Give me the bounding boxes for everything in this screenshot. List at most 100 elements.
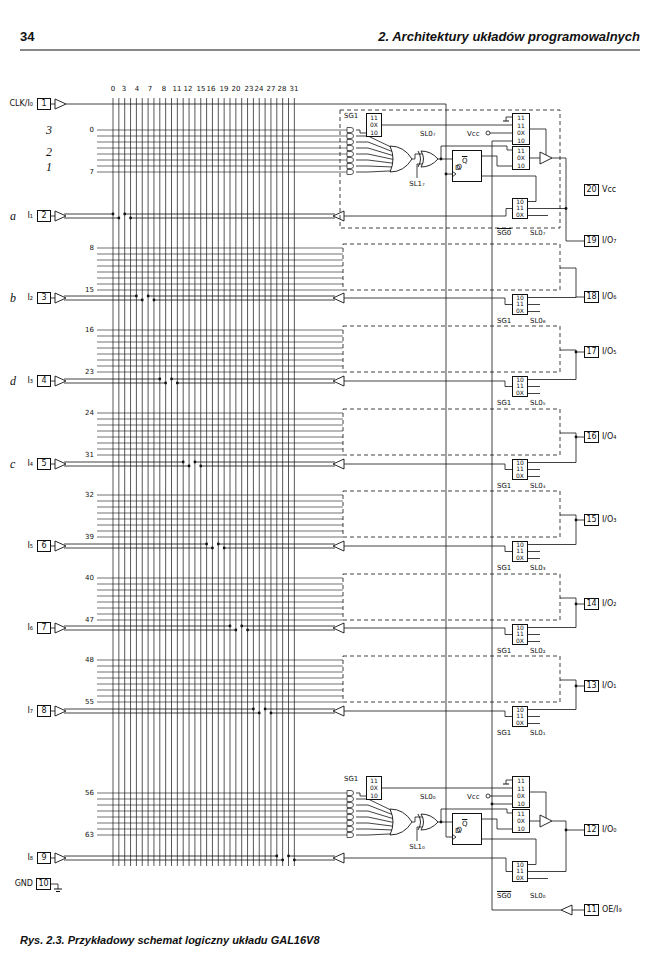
pin-box: 13 bbox=[584, 680, 599, 692]
output-buffer bbox=[540, 152, 552, 164]
output-wire bbox=[560, 680, 576, 710]
junction-dot bbox=[205, 543, 208, 546]
product-term-line bbox=[97, 254, 343, 255]
product-term-line bbox=[97, 290, 343, 291]
pin-box: 11 bbox=[584, 904, 599, 916]
ground-wire bbox=[51, 884, 58, 889]
array-column bbox=[212, 98, 213, 866]
array-column bbox=[235, 98, 236, 866]
pin-wire bbox=[51, 464, 55, 465]
signal-label: SL1₀ bbox=[409, 844, 425, 851]
junction-dot bbox=[141, 299, 144, 302]
junction-dot bbox=[194, 461, 197, 464]
mux-select-code: 0X bbox=[513, 638, 527, 644]
feedback-wire bbox=[528, 544, 576, 545]
feedback-line bbox=[148, 296, 335, 297]
product-term-line bbox=[97, 690, 343, 691]
mux-select-code: 11 bbox=[513, 777, 529, 785]
product-term-line bbox=[97, 142, 347, 143]
signal-label: SL0₁ bbox=[530, 730, 546, 737]
pin-name: I/O₆ bbox=[602, 293, 617, 301]
row-number: 23 bbox=[85, 369, 94, 376]
feedback-buffer bbox=[333, 376, 344, 386]
pin-number: 17 bbox=[585, 347, 598, 357]
pin-name: CLK/I₀ bbox=[9, 100, 33, 108]
product-term-line bbox=[97, 501, 343, 502]
pin-name: I₄ bbox=[27, 460, 33, 468]
product-term-line bbox=[97, 513, 343, 514]
pin-name: I/O₂ bbox=[602, 600, 617, 608]
junction-dot bbox=[293, 859, 296, 862]
mux-select-code: 10 bbox=[513, 825, 529, 832]
feedback-line bbox=[131, 218, 335, 219]
mux-box: 110X10 bbox=[512, 809, 530, 833]
clock-line bbox=[66, 104, 446, 837]
input-line bbox=[64, 383, 166, 384]
product-term-line bbox=[97, 684, 343, 685]
product-term-line bbox=[97, 160, 347, 161]
array-column bbox=[253, 98, 254, 866]
column-number: 16 bbox=[207, 86, 216, 93]
product-term-line bbox=[97, 425, 343, 426]
wire bbox=[490, 796, 512, 797]
pin-box: 4 bbox=[37, 375, 51, 387]
input-buffer bbox=[55, 623, 66, 633]
product-term-line bbox=[97, 835, 347, 836]
junction-dot bbox=[234, 629, 237, 632]
product-term-line bbox=[97, 372, 343, 373]
and-gate bbox=[347, 170, 354, 175]
feedback-wire bbox=[528, 379, 576, 380]
feedback-wire bbox=[528, 709, 576, 710]
q-output-wire bbox=[482, 156, 512, 166]
product-term-line bbox=[97, 596, 343, 597]
mux-box: 110X10 bbox=[366, 776, 382, 800]
wire bbox=[528, 634, 540, 635]
column-number: 23 bbox=[245, 86, 254, 93]
pin-box: 12 bbox=[584, 824, 599, 836]
array-column bbox=[276, 98, 277, 866]
header-rule bbox=[20, 50, 640, 51]
input-buffer bbox=[55, 99, 66, 109]
oe-bus bbox=[492, 141, 561, 910]
junction-dot bbox=[246, 629, 249, 632]
row-number: 56 bbox=[85, 790, 94, 797]
input-line bbox=[64, 856, 277, 857]
pin-box: 1 bbox=[37, 98, 51, 110]
pin-number: 12 bbox=[585, 825, 598, 835]
junction-dot bbox=[123, 213, 126, 216]
output-wire bbox=[560, 515, 576, 545]
wire bbox=[492, 804, 512, 805]
xor-gate bbox=[418, 814, 421, 830]
pin-name: I₈ bbox=[27, 854, 33, 862]
input-buffer bbox=[55, 211, 66, 221]
olmc-outline bbox=[343, 244, 560, 290]
signal-label: SG1 bbox=[497, 730, 511, 737]
input-line bbox=[64, 713, 259, 714]
feedback-line bbox=[218, 544, 335, 545]
row-number: 15 bbox=[85, 287, 94, 294]
array-column bbox=[113, 98, 114, 866]
mux-select-code: 0X bbox=[367, 121, 381, 128]
junction-dot bbox=[270, 712, 273, 715]
feedback-line bbox=[294, 860, 335, 861]
wire bbox=[356, 148, 393, 156]
product-term-line bbox=[97, 130, 347, 131]
mux-select-code: 0X bbox=[513, 875, 527, 881]
mux-box: 10110X bbox=[512, 861, 528, 882]
pin-name: I/O₁ bbox=[602, 682, 617, 690]
signal-label: SG1 bbox=[344, 776, 358, 783]
feedback-line bbox=[201, 466, 335, 467]
product-term-line bbox=[97, 799, 347, 800]
wire bbox=[356, 811, 393, 819]
product-term-line bbox=[97, 284, 343, 285]
signal-label: SG0 bbox=[497, 893, 511, 900]
feedback-line bbox=[125, 214, 335, 215]
pin-box: 5 bbox=[37, 458, 51, 470]
pin-name: I₂ bbox=[27, 294, 33, 302]
input-line bbox=[64, 548, 212, 549]
pin-box: 20 bbox=[584, 184, 599, 196]
wire bbox=[492, 141, 512, 142]
signal-label: SL0₇ bbox=[420, 131, 436, 138]
product-term-line bbox=[97, 172, 347, 173]
junction-dot bbox=[188, 465, 191, 468]
